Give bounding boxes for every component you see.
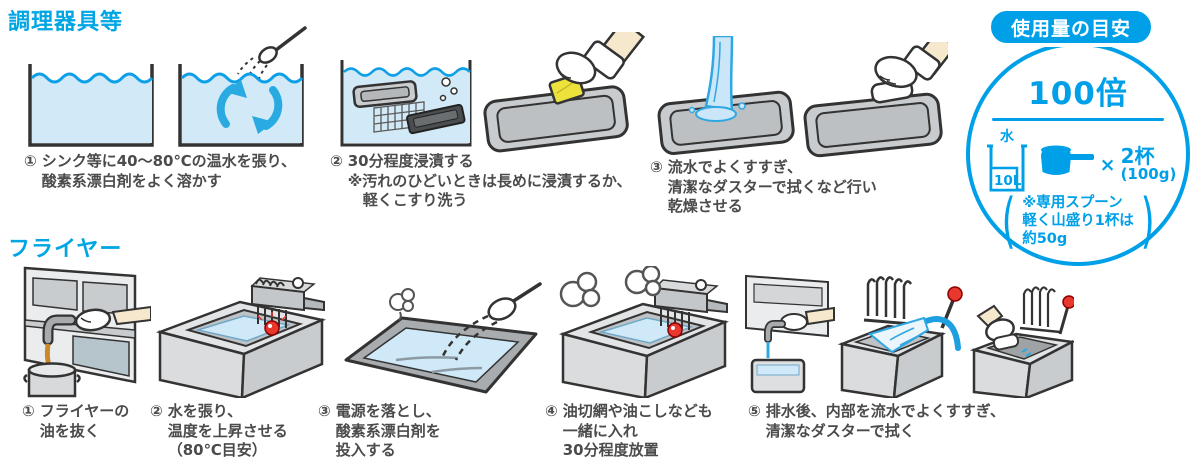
cup-count: 2杯 xyxy=(1120,143,1155,168)
illustration-fryer-soak-steam xyxy=(545,266,735,398)
dose-row: 水 10L × 2杯 (100g) xyxy=(976,128,1184,194)
duster-cloth-icon xyxy=(992,333,1020,351)
bubbles-icon xyxy=(439,77,458,102)
step-number: ① xyxy=(24,152,37,170)
steam-cloud-icon xyxy=(559,266,662,308)
step-number: ③ xyxy=(650,158,663,176)
sleeve-icon xyxy=(804,306,835,326)
glove-icon xyxy=(74,308,112,332)
divider xyxy=(992,118,1164,121)
water-stream-icon xyxy=(688,36,746,122)
rinse-water-icon xyxy=(657,36,795,155)
svg-text:水: 水 xyxy=(1000,128,1015,145)
fryer-water-icon xyxy=(155,277,327,398)
step-number: ① xyxy=(22,402,35,420)
illustration-pour-bleach xyxy=(338,282,544,398)
sink-fill-icon xyxy=(28,26,307,147)
illustration-fryer-fill-water xyxy=(152,268,330,398)
sleeve-icon xyxy=(976,304,1004,328)
step-number: ④ xyxy=(545,402,558,420)
water-bucket-icon: 水 10L xyxy=(986,128,1027,192)
fryer-steam-icon xyxy=(558,266,730,398)
step-number: ③ xyxy=(318,402,331,420)
scoop-icon xyxy=(1040,145,1094,175)
illustration-sinks-dissolve xyxy=(20,24,312,152)
scoop-pour-icon xyxy=(487,282,542,321)
caption-utensils-step2: ② 30分程度浸漬する ※汚れのひどいときは長めに浸漬するか、 軽くこすり洗う xyxy=(330,152,632,209)
step-number: ② xyxy=(330,152,343,170)
steam-puff-icon xyxy=(389,288,415,321)
caption-fryer-step4: ④ 油切網や油こしなども 一緒に入れ 30分程度放置 xyxy=(545,402,713,459)
rinse-group xyxy=(837,276,963,398)
soak-tank-icon xyxy=(340,60,472,147)
paren-open: ( xyxy=(1001,186,1016,257)
powder-stream-icon xyxy=(440,314,489,359)
illustration-soaking-tank xyxy=(336,56,476,152)
hose-icon xyxy=(921,316,961,351)
oil-drain-icon xyxy=(23,266,151,398)
caption-fryer-step1: ① フライヤーの 油を抜く xyxy=(22,402,130,440)
sleeve-icon xyxy=(111,305,151,326)
dilution-ratio: 100倍 xyxy=(1028,76,1128,112)
svg-text:10L: 10L xyxy=(994,173,1022,189)
glove-icon xyxy=(874,55,918,89)
wipe-cloth-icon xyxy=(803,42,948,158)
usage-guide-circle: 100倍 水 10L × 2杯 (100g) ( ※専用スプーン xyxy=(966,42,1190,266)
multiply-sign: × xyxy=(1099,154,1116,176)
bleach-pour-icon xyxy=(344,282,542,394)
caption-utensils-step1: ① シンク等に40～80℃の温水を張り、 酸素系漂白剤をよく溶かす xyxy=(24,152,297,190)
usage-note: ( ※専用スプーン 軽く山盛り1杯は 約50g ) xyxy=(1001,186,1155,257)
valve-icon xyxy=(42,314,77,346)
caption-fryer-step2: ② 水を張り、 温度を上昇させる （80℃目安） xyxy=(150,402,288,459)
wipe-group xyxy=(969,286,1074,398)
illustration-wipe-tray xyxy=(798,42,948,158)
caption-utensils-step3: ③ 流水でよくすすぎ、 清潔なダスターで拭くなど行い 乾燥させる xyxy=(650,158,877,215)
sponge-scrub-icon xyxy=(483,32,645,153)
step-number: ⑤ xyxy=(748,402,761,420)
caption-fryer-step5: ⑤ 排水後、内部を流水でよくすすぎ、 清潔なダスターで拭く xyxy=(748,402,1005,440)
splash-icon xyxy=(1021,348,1032,357)
step-number: ② xyxy=(150,402,163,420)
section-title-utensils: 調理器具等 xyxy=(8,10,124,35)
drain-group xyxy=(745,274,835,394)
illustration-scrub-tray xyxy=(470,32,645,154)
pot-icon xyxy=(23,362,81,398)
illustration-fryer-drain-oil xyxy=(15,262,151,398)
illustration-fryer-rinse-wipe xyxy=(742,272,1074,398)
indicator-light-icon xyxy=(257,312,287,336)
glove-icon xyxy=(555,51,597,85)
cup-weight: (100g) xyxy=(1120,164,1177,183)
section-title-fryer: フライヤー xyxy=(8,237,123,262)
caption-fryer-step3: ③ 電源を落とし、 酸素系漂白剤を 投入する xyxy=(318,402,441,459)
fryer-final-icon xyxy=(745,274,1074,398)
usage-guide-badge: 使用量の目安 xyxy=(987,7,1155,47)
paren-close: ) xyxy=(1140,186,1155,257)
illustration-rinse-tray xyxy=(650,36,800,158)
raised-heater-icon xyxy=(863,276,913,326)
spoon-icon xyxy=(237,26,307,80)
